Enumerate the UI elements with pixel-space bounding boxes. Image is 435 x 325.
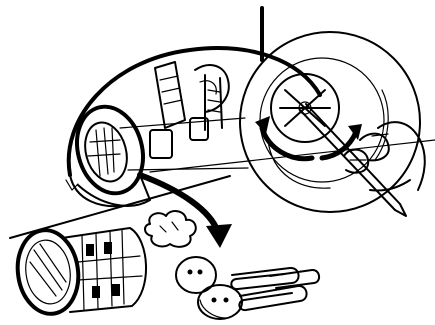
pump-housing-icon <box>66 48 320 206</box>
paper-clips-icon <box>231 268 319 310</box>
removal-arrow-icon <box>140 175 232 248</box>
impeller-icon <box>271 74 339 142</box>
lint-icon <box>145 211 196 247</box>
filter-cartridge-icon <box>12 226 146 318</box>
